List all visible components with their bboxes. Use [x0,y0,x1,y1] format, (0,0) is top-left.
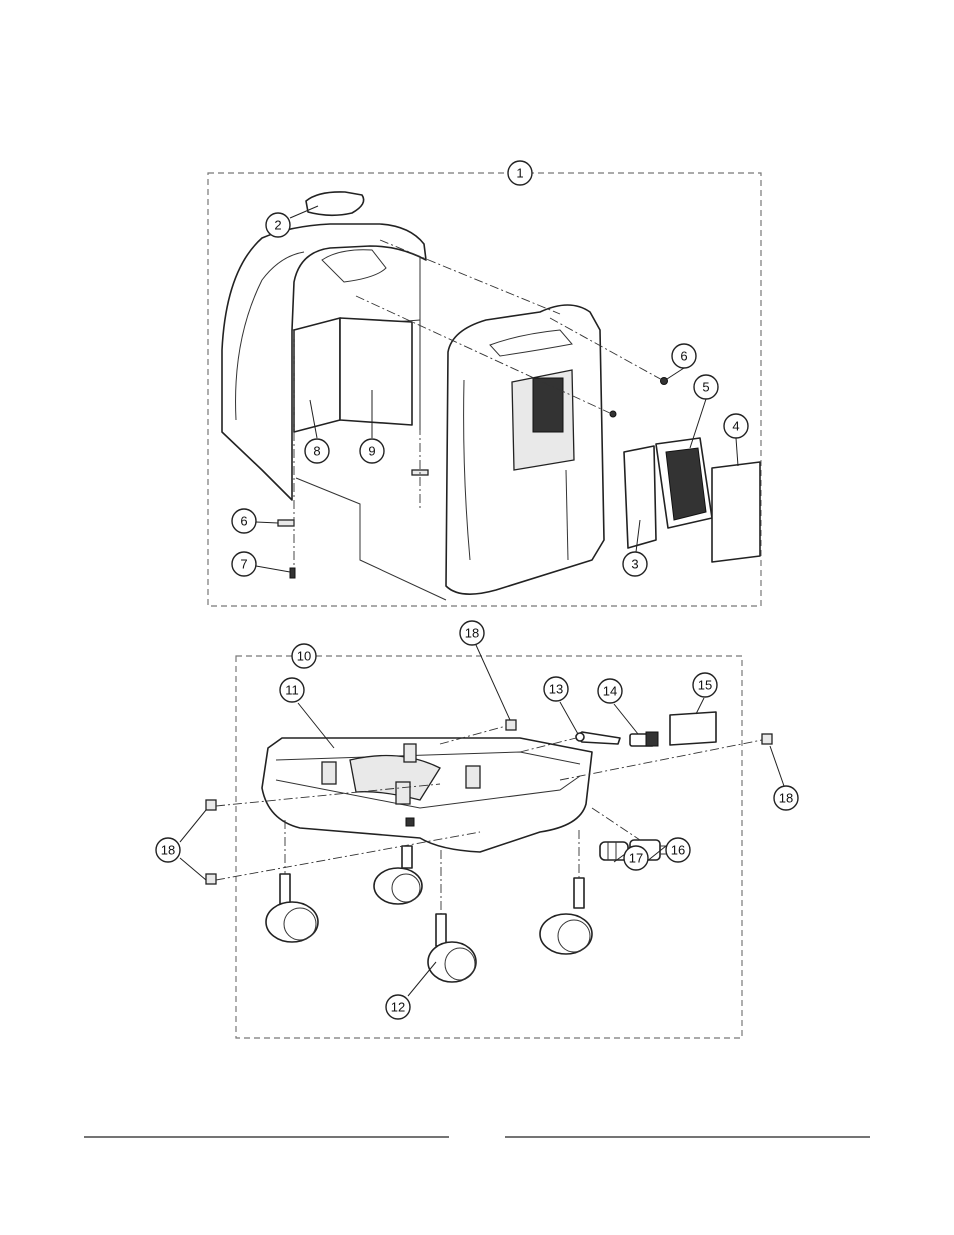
callout-18-top: 18 [460,621,484,645]
part-12-caster-front-left [266,874,318,942]
callout-15: 15 [693,673,717,697]
callout-18-right: 18 [774,786,798,810]
callout-18-left: 18 [156,838,180,862]
callout-16: 16 [666,838,690,862]
callout-1: 1 [508,161,532,185]
part-2-top-pad [306,192,364,215]
part-18-nut-top [506,720,516,730]
callout-17: 17 [624,846,648,870]
callout-label: 15 [698,678,712,693]
callout-label: 9 [368,444,375,459]
part-4-filter-pad [712,462,760,562]
callout-14: 14 [598,679,622,703]
part-6-screw-mid [610,411,616,417]
part-18-nut-left-lower [206,874,216,884]
callout-label: 14 [603,684,617,699]
callout-label: 11 [285,683,299,698]
callout-6-left: 6 [232,509,256,533]
callout-label: 12 [391,1000,405,1015]
part-6-screw-right [661,378,668,385]
callout-label: 6 [680,349,687,364]
callout-label: 18 [465,626,479,641]
callout-11: 11 [280,678,304,702]
callout-label: 8 [313,444,320,459]
callout-label: 1 [516,166,523,181]
callout-label: 13 [549,682,563,697]
cabinet-base-outline [296,478,446,600]
callout-label: 17 [629,851,643,866]
callout-label: 3 [631,557,638,572]
part-15-label [670,712,716,745]
callout-label: 16 [671,843,685,858]
part-18-nut-right [762,734,772,744]
callout-2: 2 [266,213,290,237]
part-14-switch [630,732,658,746]
callout-label: 5 [702,380,709,395]
callout-3: 3 [623,552,647,576]
part-9-panel [340,318,412,425]
part-7-screw [290,568,295,578]
callout-label: 7 [240,557,247,572]
callout-9: 9 [360,439,384,463]
callout-label: 18 [779,791,793,806]
part-3-filter-sheet [624,446,656,548]
part-12-caster-rear-left [374,846,422,904]
callout-13: 13 [544,677,568,701]
callout-12: 12 [386,995,410,1019]
part-12-caster-right [540,878,592,954]
callout-10: 10 [292,644,316,668]
part-5-filter-grille [656,438,712,528]
callout-7: 7 [232,552,256,576]
callout-8: 8 [305,439,329,463]
callout-6-right: 6 [672,344,696,368]
part-18-nut-left-upper [206,800,216,810]
part-12-caster-front-center [428,914,476,982]
callout-4: 4 [724,414,748,438]
part-13-fuse [576,732,620,744]
part-11-base-tray [262,738,592,852]
part-6-clip-left [278,520,294,526]
callout-5: 5 [694,375,718,399]
callout-label: 2 [274,218,281,233]
callout-label: 6 [240,514,247,529]
callout-label: 10 [297,649,311,664]
callout-label: 4 [732,419,739,434]
callout-label: 18 [161,843,175,858]
part-8-panel [294,318,340,432]
